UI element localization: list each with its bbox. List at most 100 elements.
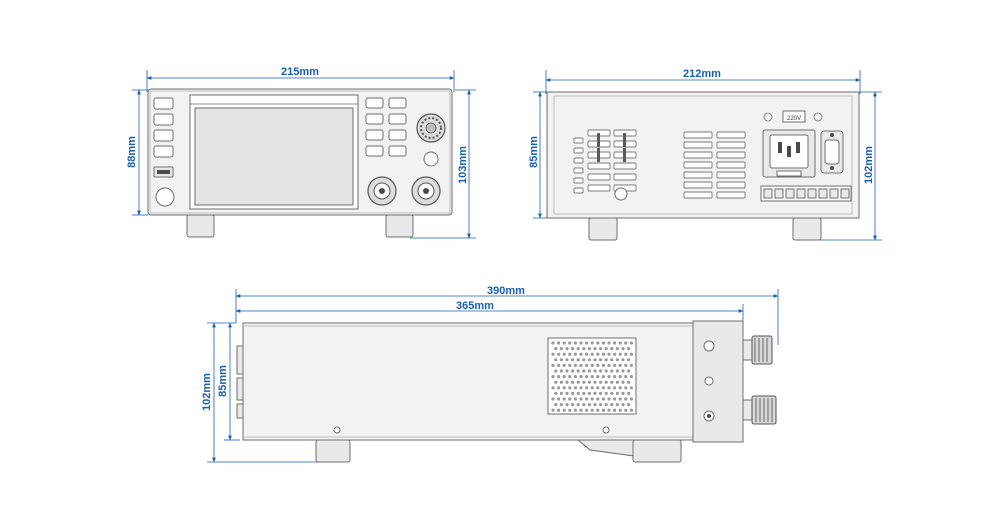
front-left-button-3 [153, 129, 174, 142]
vent-slot [716, 151, 746, 159]
vent-slot [683, 191, 713, 199]
vent-slot [573, 187, 584, 194]
encoder-center [425, 122, 437, 134]
vent-hole [568, 397, 572, 401]
vent-hole [579, 397, 583, 401]
vent-hole [565, 391, 569, 395]
vent-hole [599, 391, 603, 395]
side-vent-perforation [551, 341, 634, 412]
vent-hole [613, 363, 617, 367]
vent-hole [610, 358, 614, 362]
vent-hole [585, 375, 589, 379]
vent-hole [587, 347, 592, 351]
keypad-button [365, 97, 384, 109]
vent-hole [607, 375, 611, 379]
vent-hole [601, 386, 606, 390]
vent-slot [587, 173, 611, 181]
vent-hole [604, 380, 608, 384]
vent-hole [585, 352, 589, 356]
vent-hole [601, 363, 606, 367]
vent-hole [590, 408, 594, 412]
serial-screw [830, 166, 834, 170]
vent-hole [579, 363, 583, 367]
vent-slot [683, 151, 713, 159]
vent-hole [629, 375, 634, 379]
inlet-pin [787, 146, 791, 157]
vent-hole [610, 347, 614, 351]
vent-hole [624, 375, 628, 379]
side-total-height-label: 102mm [201, 373, 213, 411]
vent-hole [596, 352, 600, 356]
vent-hole [582, 358, 586, 362]
vent-hole [629, 352, 634, 356]
vent-hole [629, 408, 634, 412]
terminal [818, 188, 828, 199]
vent-hole [599, 358, 603, 362]
vent-slot [716, 131, 746, 139]
vent-hole [618, 363, 622, 367]
vent-hole [551, 352, 555, 356]
clip-bracket [597, 148, 600, 162]
vent-hole [607, 408, 611, 412]
vent-hole [618, 352, 622, 356]
vent-hole [551, 341, 555, 345]
vent-hole [551, 397, 555, 401]
fan-symbol-icon [763, 112, 773, 122]
vent-hole [629, 363, 634, 367]
vent-hole [596, 363, 600, 367]
vent-slot [573, 157, 584, 164]
vent-hole [579, 408, 583, 412]
vent-hole [565, 380, 569, 384]
vent-hole [624, 341, 628, 345]
vent-hole [607, 363, 611, 367]
vent-hole [627, 380, 631, 384]
vent-hole [629, 341, 634, 345]
front-panel-bezel [149, 90, 451, 214]
vent-hole [551, 375, 555, 379]
vent-hole [582, 380, 586, 384]
serial-port-shell [824, 139, 840, 165]
vent-hole [582, 369, 586, 373]
vent-slot [573, 177, 584, 184]
vent-hole [568, 386, 572, 390]
terminal [796, 188, 806, 199]
vent-hole [613, 397, 617, 401]
vent-hole [613, 408, 617, 412]
vent-hole [590, 363, 594, 367]
vent-hole [559, 391, 564, 395]
vent-hole [596, 375, 600, 379]
vent-hole [573, 375, 578, 379]
vent-slot [573, 137, 584, 144]
vent-hole [562, 386, 566, 390]
vent-hole [599, 380, 603, 384]
vent-hole [576, 358, 580, 362]
vent-hole [557, 352, 561, 356]
vent-hole [601, 375, 606, 379]
vent-hole [576, 369, 580, 373]
vent-hole [621, 403, 625, 407]
vent-hole [601, 352, 606, 356]
vent-hole [610, 403, 614, 407]
vent-hole [621, 358, 625, 362]
vent-hole [621, 347, 625, 351]
vent-hole [621, 380, 625, 384]
vent-hole [551, 386, 555, 390]
vent-hole [615, 369, 620, 373]
rear-total-height-label: 102mm [863, 146, 875, 184]
vent-hole [593, 347, 597, 351]
side-foot-front [632, 439, 682, 463]
keypad-button [365, 113, 384, 125]
terminal [840, 188, 850, 199]
vent-slot [716, 171, 746, 179]
vent-hole [554, 380, 558, 384]
side-body-length-label: 365mm [456, 300, 494, 312]
vent-hole [559, 380, 564, 384]
rear-width-label: 212mm [683, 68, 721, 80]
vent-slot [683, 161, 713, 169]
vent-hole [601, 341, 606, 345]
front-body-height-label: 88mm [126, 136, 138, 168]
vent-hole [568, 341, 572, 345]
front-indicator [423, 151, 439, 167]
vent-hole [601, 408, 606, 412]
